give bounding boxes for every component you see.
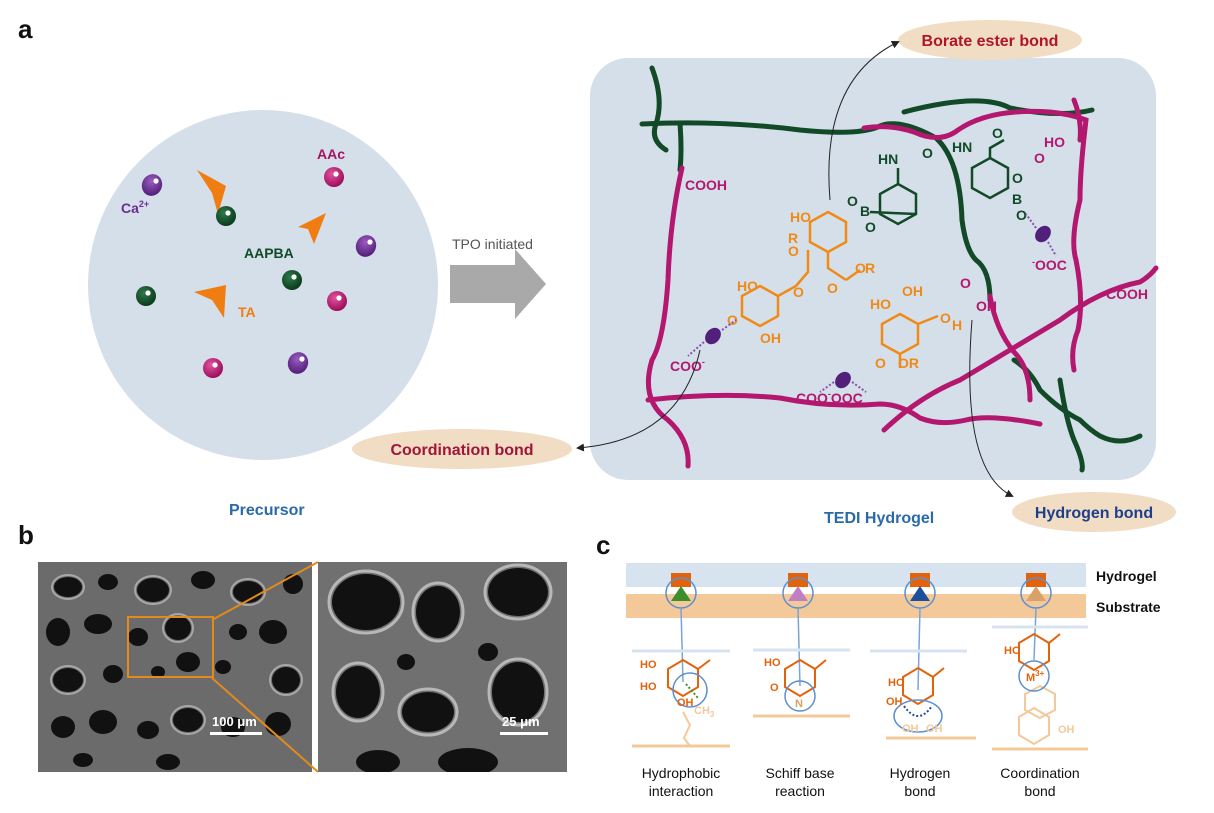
panel-label-c: c	[596, 530, 611, 560]
caption-hydrophobic: Hydrophobic interaction	[641, 765, 721, 799]
o-ta-5: O	[727, 312, 738, 328]
ta-label: TA	[238, 304, 256, 320]
o-ta-4: O	[855, 260, 866, 276]
c2-o: O	[770, 682, 779, 694]
network-ca-icon	[705, 225, 1051, 389]
scale-label-left: 100 μm	[212, 714, 257, 729]
or-ta: OR	[898, 355, 919, 371]
o-label-3: O	[865, 219, 876, 235]
c1-ch3: CH3	[694, 705, 715, 719]
aac-label: AAc	[317, 146, 345, 162]
c4-ho: HO	[1004, 645, 1021, 657]
cooh-left: COOH	[685, 177, 727, 193]
b-label-2: B	[1012, 191, 1022, 207]
o-ta-3: O	[827, 280, 838, 296]
hydrogen-callout: Hydrogen bond	[1035, 505, 1153, 522]
caption-hydrogen: Hydrogen bond	[889, 765, 951, 799]
coo-ooc-bottom: COO-OOC	[796, 389, 863, 406]
coordination-callout-bg	[352, 429, 572, 469]
c1-oh: OH	[677, 697, 694, 709]
o-label-1: O	[922, 145, 933, 161]
hn-label-1: HN	[878, 151, 898, 167]
b-label-1: B	[860, 203, 870, 219]
o-label-4: O	[992, 125, 1003, 141]
sem-image-low-mag: 100 μm	[38, 562, 312, 772]
c2-n: N	[795, 698, 803, 710]
o-label-5: O	[1012, 170, 1023, 186]
h-ta: H	[952, 317, 962, 333]
substrate-layer	[626, 594, 1086, 618]
o-label-2: O	[847, 193, 858, 209]
hydrogel-title: TEDI Hydrogel	[824, 510, 934, 527]
caption-coordination: Coordination bond	[1000, 765, 1080, 799]
o-acid: O	[960, 275, 971, 291]
c3-ho: HO	[888, 677, 905, 689]
r-ta-2: R	[865, 260, 875, 276]
scale-bar-left	[210, 732, 262, 735]
hydrogel-layer	[626, 563, 1086, 587]
r-ta-1: R	[788, 230, 798, 246]
ca-label: Ca2+	[121, 199, 149, 216]
panel-a-figure: Ca2+ AAc AAPBA TA Precursor TPO initiate…	[88, 20, 1176, 532]
ooc-right: -OOC	[1032, 257, 1067, 273]
c4-m: M3+	[1026, 669, 1045, 684]
c3-oh: OH	[886, 696, 903, 708]
hydrogen-callout-bg	[1012, 492, 1176, 532]
cooh-right: COOH	[1106, 286, 1148, 302]
panel-label-b: b	[18, 520, 34, 550]
c1-ho-2: HO	[640, 681, 657, 693]
substrate-layer-label: Substrate	[1096, 599, 1161, 615]
o-ta-6: O	[940, 310, 951, 326]
panel-label-a: a	[18, 14, 33, 44]
precursor-title: Precursor	[229, 502, 305, 519]
c4-oh: OH	[1058, 724, 1075, 736]
o-ta-2: O	[793, 284, 804, 300]
sem-image-high-mag: 25 μm	[318, 562, 567, 772]
aac-monomer-icon	[203, 167, 347, 378]
precursor-circle	[88, 110, 438, 460]
o-label-7: O	[1034, 150, 1045, 166]
hydrogel-box	[590, 58, 1156, 480]
oh-ta-1: OH	[760, 330, 781, 346]
borate-callout-bg	[898, 20, 1082, 60]
o-label-6: O	[1016, 207, 1027, 223]
ho-ta-3: HO	[870, 296, 891, 312]
aapba-label: AAPBA	[244, 245, 294, 261]
ho-ta-1: HO	[790, 209, 811, 225]
coordination-callout: Coordination bond	[390, 442, 533, 459]
o-ta-1: O	[788, 243, 799, 259]
c3-oh-sub-2: OH	[926, 723, 943, 735]
hydrogel-layer-label: Hydrogel	[1096, 568, 1157, 584]
c2-ho: HO	[764, 657, 781, 669]
scale-label-right: 25 μm	[502, 714, 540, 729]
ta-wedge-icon	[194, 170, 326, 318]
oh-acid: OH	[976, 298, 997, 314]
ho-label-7: HO	[1044, 134, 1065, 150]
aapba-monomer-icon	[136, 206, 302, 306]
c3-oh-sub-1: OH	[902, 723, 919, 735]
hn-label-2: HN	[952, 139, 972, 155]
arrow-label: TPO initiated	[452, 236, 533, 252]
caption-schiff: Schiff base reaction	[765, 765, 835, 799]
oh-ta-2: OH	[902, 283, 923, 299]
ca-ion-icon	[141, 174, 377, 374]
scale-bar-right	[500, 732, 548, 735]
reaction-arrow	[450, 249, 546, 319]
c1-ho-1: HO	[640, 659, 657, 671]
interface-markers	[665, 573, 1052, 609]
borate-callout: Borate ester bond	[922, 33, 1059, 50]
o-ta-7: O	[875, 355, 886, 371]
